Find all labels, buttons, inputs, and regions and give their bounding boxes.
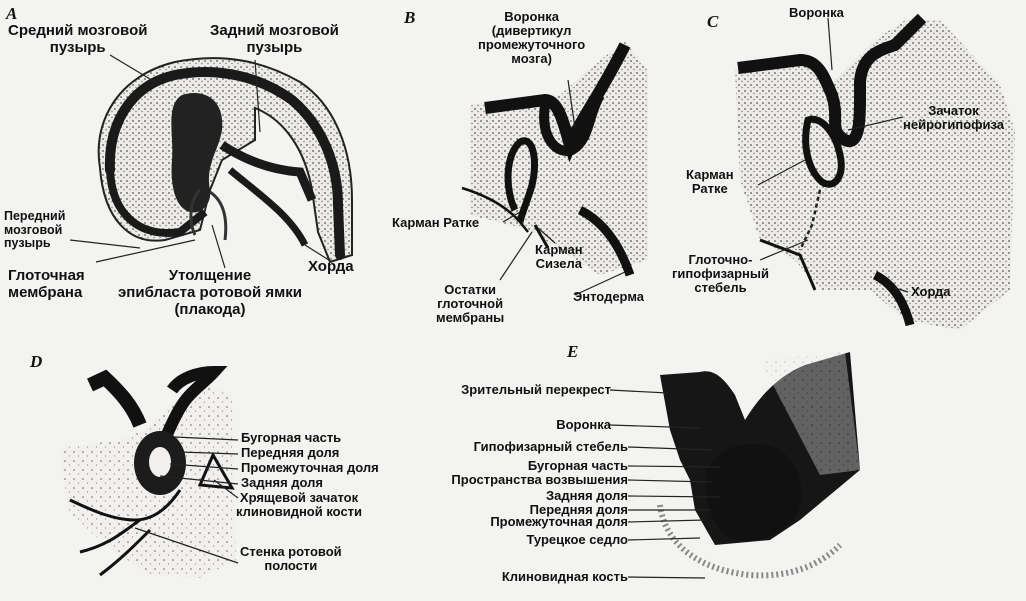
label-forebrain-vesicle: Передний мозговой пузырь bbox=[4, 210, 65, 251]
label-hypophyseal-stalk: Гипофизарный стебель bbox=[474, 440, 628, 454]
label-rathke-pouch-b: Карман Ратке bbox=[392, 216, 479, 230]
infundibulum-d bbox=[90, 378, 140, 425]
panel-letter-b: B bbox=[404, 8, 415, 28]
panel-b-drawing bbox=[462, 42, 648, 275]
panel-letter-e: E bbox=[567, 342, 578, 362]
label-posterior-lobe-d: Задняя доля bbox=[241, 476, 323, 490]
label-sphenoid-bone: Клиновидная кость bbox=[502, 570, 628, 584]
label-oral-cavity-wall: Стенка ротовой полости bbox=[240, 545, 342, 573]
label-notochord-c: Хорда bbox=[911, 285, 951, 299]
label-intermediate-lobe-e: Промежуточная доля bbox=[490, 515, 628, 529]
label-neurohypophysis: Зачаток нейрогипофиза bbox=[903, 104, 1004, 132]
label-posterior-lobe-e: Задняя доля bbox=[546, 489, 628, 503]
notochord-a bbox=[230, 170, 305, 245]
label-seessel-pouch: Карман Сизела bbox=[535, 243, 583, 271]
label-rathke-pouch-c: Карман Ратке bbox=[686, 168, 734, 196]
panel-e-drawing bbox=[660, 352, 860, 575]
label-optic-chiasm: Зрительный перекрест bbox=[461, 383, 611, 397]
panel-a-drawing bbox=[99, 58, 352, 262]
panel-letter-d: D bbox=[30, 352, 42, 372]
label-hindbrain-vesicle: Задний мозговой пузырь bbox=[210, 22, 339, 56]
label-eminence-spaces: Пространства возвышения bbox=[451, 473, 628, 487]
label-notochord-a: Хорда bbox=[308, 258, 354, 275]
panel-c-drawing bbox=[735, 18, 1015, 330]
label-midbrain-vesicle: Средний мозговой пузырь bbox=[8, 22, 147, 56]
label-tuberal-part-d: Бугорная часть bbox=[241, 431, 341, 445]
label-sphenoid-cartilage: Хрящевой зачаток клиновидной кости bbox=[236, 491, 362, 519]
label-infundibulum-e: Воронка bbox=[556, 418, 611, 432]
label-endoderm: Энтодерма bbox=[573, 290, 644, 304]
label-infundibulum-b: Воронка (дивертикул промежуточного мозга… bbox=[478, 10, 585, 66]
label-membrane-remnants: Остатки глоточной мембраны bbox=[436, 283, 504, 325]
posterior-lobe-d bbox=[149, 447, 171, 477]
label-anterior-lobe-d: Передняя доля bbox=[241, 446, 339, 460]
label-sella-turcica: Турецкое седло bbox=[526, 533, 628, 547]
label-epiblast-thickening: Утолщение эпибласта ротовой ямки (плакод… bbox=[118, 267, 302, 318]
label-intermediate-lobe-d: Промежуточная доля bbox=[241, 461, 379, 475]
label-pharyngeal-membrane: Глоточная мембрана bbox=[8, 267, 85, 301]
label-infundibulum-c: Воронка bbox=[789, 6, 844, 20]
panel-letter-c: C bbox=[707, 12, 718, 32]
panel-d-drawing bbox=[60, 372, 236, 578]
label-pharyngo-hypophyseal-stalk: Глоточно- гипофизарный стебель bbox=[672, 253, 769, 295]
panel-letter-a: A bbox=[6, 4, 17, 24]
label-tuberal-part-e: Бугорная часть bbox=[528, 459, 628, 473]
panel-b-tissue bbox=[470, 42, 648, 275]
